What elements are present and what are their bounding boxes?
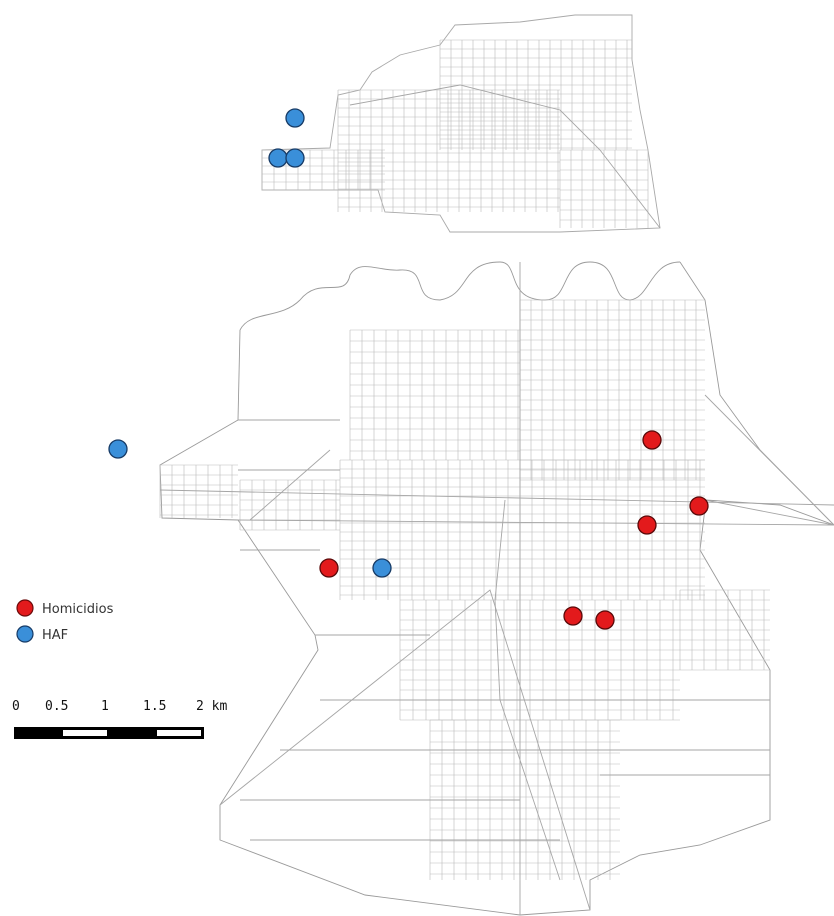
street-network <box>159 14 834 916</box>
street-grid <box>337 89 560 212</box>
north-avenue <box>349 84 661 229</box>
scale-bar-frame <box>14 727 204 739</box>
scale-tick-1-5: 1.5 <box>143 699 166 714</box>
scale-bar-white-2 <box>157 730 201 736</box>
street-grid <box>399 599 680 721</box>
homicidio-point-marker[interactable] <box>595 610 615 630</box>
haf-point-marker[interactable] <box>285 148 305 168</box>
street-grid <box>261 149 385 191</box>
street-grid <box>519 299 705 481</box>
haf-point-marker[interactable] <box>268 148 288 168</box>
scale-bar: 0 0.5 1 1.5 2 km <box>12 699 227 739</box>
north-south-avenue <box>494 262 561 915</box>
map-points <box>108 108 709 630</box>
homicidio-point-marker[interactable] <box>689 496 709 516</box>
street-grid <box>349 329 520 460</box>
scale-tick-1: 1 <box>101 699 109 714</box>
scale-tick-0: 0 <box>12 699 20 714</box>
east-west-avenue <box>159 489 834 526</box>
homicidio-point-marker[interactable] <box>319 558 339 578</box>
diagonal-roads <box>219 394 834 911</box>
scale-tick-2km: 2 km <box>196 699 227 714</box>
street-grid <box>559 149 649 228</box>
scale-tick-0-5: 0.5 <box>45 699 68 714</box>
street-grid <box>239 479 340 531</box>
haf-point-marker[interactable] <box>108 439 128 459</box>
street-grid <box>679 589 770 671</box>
legend-label-homicidios: Homicidios <box>42 602 114 617</box>
legend-label-haf: HAF <box>42 628 68 643</box>
homicidio-point-marker[interactable] <box>637 515 657 535</box>
scale-bar-white-1 <box>63 730 107 736</box>
north-district-boundary <box>261 14 661 233</box>
haf-point-marker[interactable] <box>285 108 305 128</box>
arterial-roads <box>238 419 770 841</box>
legend-marker-homicidios <box>16 599 34 617</box>
homicidio-point-marker[interactable] <box>642 430 662 450</box>
street-grid <box>439 39 632 150</box>
legend-marker-haf <box>16 625 34 643</box>
haf-point-marker[interactable] <box>372 558 392 578</box>
main-town-boundary <box>159 261 834 916</box>
river <box>239 261 681 331</box>
homicidio-point-marker[interactable] <box>563 606 583 626</box>
legend: Homicidios HAF <box>16 599 114 643</box>
